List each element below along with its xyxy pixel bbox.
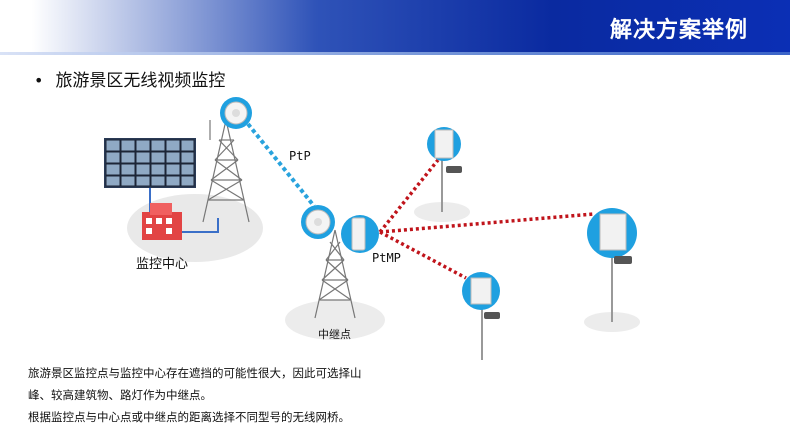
caption-line-3: 根据监控点与中心点或中继点的距离选择不同型号的无线网桥。 <box>28 410 350 424</box>
monitor-center-building <box>142 203 182 240</box>
caption-line-1: 旅游景区监控点与监控中心存在遮挡的可能性很大，因此可选择山 <box>28 366 362 380</box>
camera-site-1 <box>427 127 462 212</box>
ptmp-link-1 <box>378 158 440 234</box>
bullet-item: • 旅游景区无线视频监控 <box>34 66 225 91</box>
cam1-camera-icon <box>446 166 462 173</box>
header-bar <box>0 0 790 52</box>
relay-point-label: 中继点 <box>318 328 351 341</box>
ptmp-link-3 <box>379 230 467 280</box>
video-wall <box>104 138 196 188</box>
ptp-label: PtP <box>289 149 311 163</box>
bullet-icon: • <box>34 71 44 90</box>
camera-site-2 <box>587 208 637 322</box>
tower-connector <box>180 218 219 233</box>
page-title: 解决方案举例 <box>609 18 748 43</box>
cam3-camera-icon <box>484 312 500 319</box>
ptmp-link-2 <box>379 212 595 234</box>
caption-text: 旅游景区监控点与监控中心存在遮挡的可能性很大，因此可选择山 峰、较高建筑物、路灯… <box>28 362 408 428</box>
relay-tower <box>314 229 356 319</box>
ptmp-label: PtMP <box>372 251 401 265</box>
ptp-link <box>246 122 316 208</box>
network-diagram: 监控中心 PtP 中继点 PtMP <box>104 97 640 360</box>
bullet-text: 旅游景区无线视频监控 <box>55 71 226 91</box>
camera-site-3 <box>462 272 500 360</box>
monitor-center-label: 监控中心 <box>136 257 188 272</box>
header-stripe <box>0 52 790 55</box>
caption-line-2: 峰、较高建筑物、路灯作为中继点。 <box>28 388 212 402</box>
center-tower <box>202 119 250 223</box>
relay-ground <box>285 300 385 340</box>
cam2-camera-icon <box>614 256 632 264</box>
